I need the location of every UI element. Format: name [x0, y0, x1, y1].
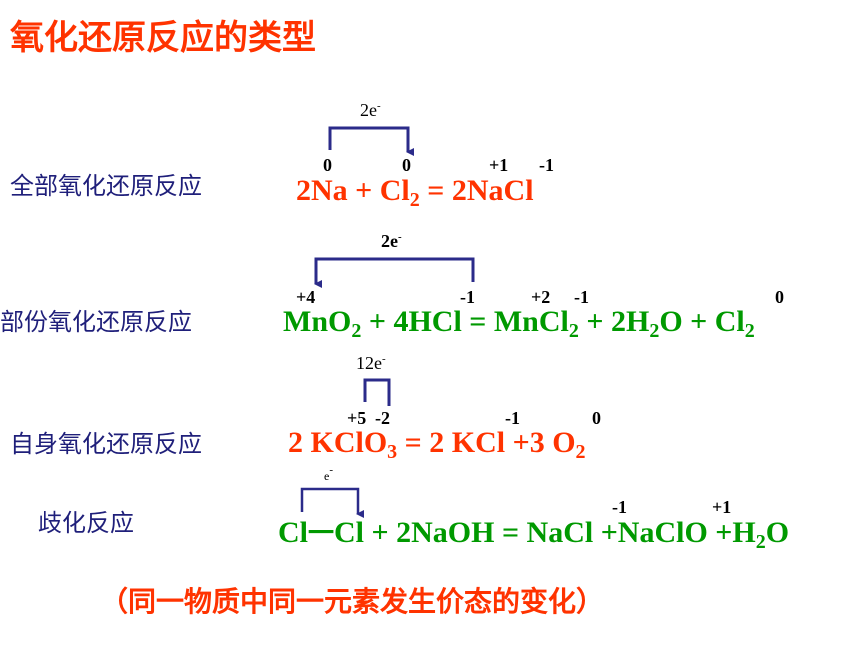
ox-state: -1: [460, 287, 475, 307]
ox-state: -1: [574, 287, 589, 307]
ox-state: 0: [592, 408, 601, 428]
ox-state: +2: [531, 287, 551, 307]
reaction-4-equation: Cl一Cl + 2NaOH = NaCl +NaClO +H2O: [278, 516, 790, 553]
ox-state: -1: [612, 497, 627, 517]
ox-state: 0: [323, 155, 332, 175]
reaction-3-equation: 2 KClO3 = 2 KCl +3 O2: [288, 426, 586, 463]
reaction-2-label: 部份氧化还原反应: [0, 308, 192, 336]
ox-state: 0: [402, 155, 411, 175]
ox-state: 0: [775, 287, 784, 307]
reaction-1-electron: 2e-: [360, 100, 381, 120]
arrow-reaction-1: [328, 126, 414, 156]
reaction-1-equation: 2Na + Cl2 = 2NaCl: [296, 174, 534, 211]
reaction-2-equation: MnO2 + 4HCl = MnCl2 + 2H2O + Cl2: [283, 305, 755, 342]
arrow-reaction-2: [314, 257, 475, 288]
ox-state: +5: [347, 408, 367, 428]
reaction-3-electron: 12e-: [356, 353, 386, 373]
arrow-reaction-3: [363, 378, 391, 406]
reaction-2-electron: 2e-: [381, 231, 402, 251]
ox-state: -1: [505, 408, 520, 428]
page-title: 氧化还原反应的类型: [10, 18, 316, 58]
arrow-reaction-4: [300, 487, 364, 518]
reaction-4-label: 歧化反应: [38, 509, 134, 537]
ox-state: +1: [712, 497, 732, 517]
ox-state: +1: [489, 155, 509, 175]
footer-note: （同一物质中同一元素发生价态的变化）: [100, 585, 605, 618]
ox-state: +4: [296, 287, 316, 307]
reaction-1-label: 全部氧化还原反应: [10, 172, 202, 200]
ox-state: -2: [375, 408, 390, 428]
ox-state: -1: [539, 155, 554, 175]
reaction-4-electron: e-: [324, 464, 333, 484]
reaction-3-label: 自身氧化还原反应: [10, 430, 202, 458]
